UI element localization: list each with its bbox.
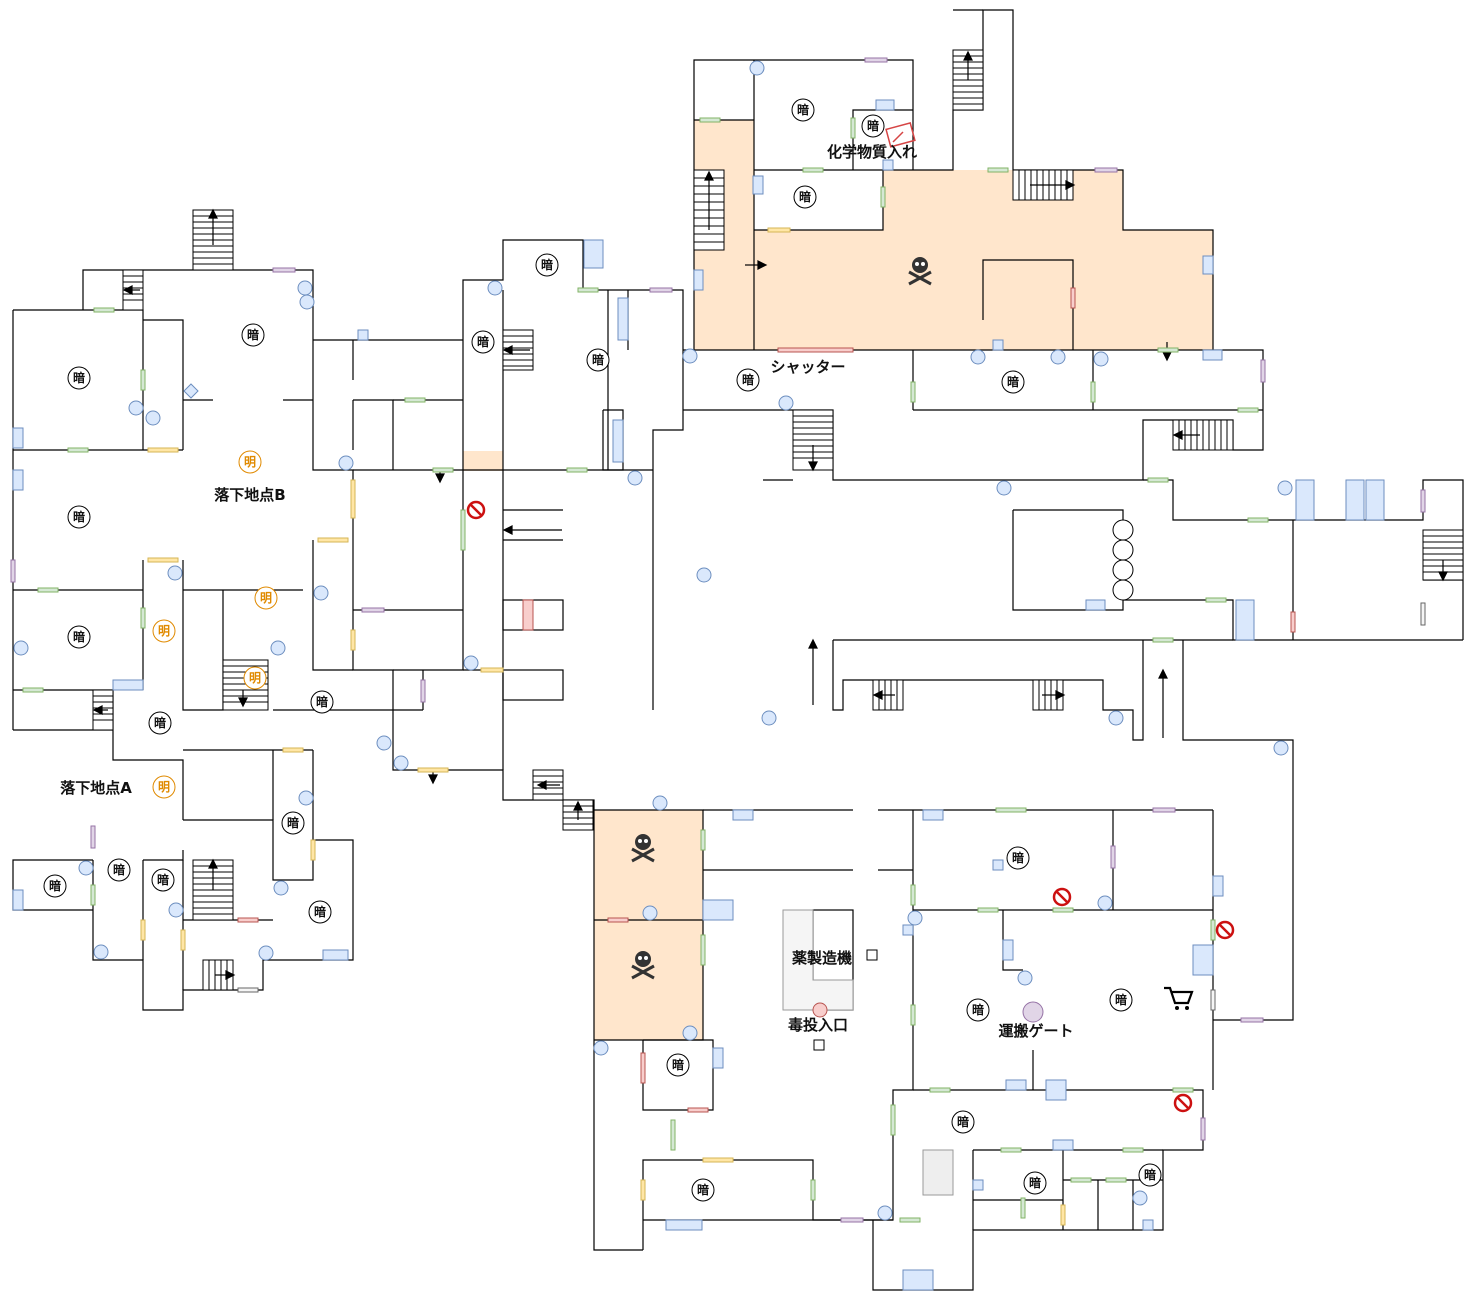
waypoint-nodes [13, 60, 1293, 1221]
drop-point-b-label: 落下地点B [214, 486, 285, 504]
dark-label: 暗 [672, 1057, 684, 1072]
dark-label: 暗 [1007, 374, 1019, 389]
dark-label: 暗 [1115, 992, 1127, 1007]
dark-label: 暗 [799, 189, 811, 204]
dark-label: 暗 [73, 629, 85, 644]
bright-label: 明 [158, 780, 170, 794]
dark-label: 暗 [314, 904, 326, 919]
diamond-marker [183, 383, 199, 399]
dark-label: 暗 [113, 862, 125, 877]
dark-marker-labels: 暗 暗 暗 暗 暗 暗 暗 暗 暗 暗 暗 暗 暗 暗 暗 暗 暗 暗 暗 暗 … [49, 102, 1156, 1197]
no-entry-icon [466, 500, 1235, 1113]
small-square-marker [813, 1039, 825, 1051]
medicine-machine-label: 薬製造機 [791, 949, 852, 967]
skull-crossbones-icon [631, 257, 932, 980]
dark-label: 暗 [154, 715, 166, 730]
dark-label: 暗 [867, 118, 879, 133]
dark-label: 暗 [1029, 1175, 1041, 1190]
shutter-label: シャッター [770, 358, 845, 376]
place-labels: 化学物質入れ シャッター 落下地点B 落下地点A 薬製造機 毒投入口 運搬ゲート [60, 143, 1073, 1040]
chemical-input-icon [885, 122, 916, 148]
dark-label: 暗 [541, 257, 553, 272]
transport-gate-marker [1022, 1001, 1044, 1023]
dark-label: 暗 [1012, 850, 1024, 865]
bright-label: 明 [158, 624, 170, 638]
bright-label: 明 [244, 455, 256, 469]
dark-markers [43, 98, 1162, 1202]
poison-inlet-marker [812, 1002, 828, 1018]
bright-markers [152, 450, 278, 799]
storage-box [922, 1149, 954, 1196]
dark-label: 暗 [592, 352, 604, 367]
bright-label: 明 [249, 671, 261, 685]
dark-label: 暗 [157, 872, 169, 887]
chemical-input-label: 化学物質入れ [827, 143, 917, 161]
dark-label: 暗 [797, 102, 809, 117]
direction-arrow-icon [92, 50, 1448, 980]
dark-label: 暗 [477, 334, 489, 349]
medicine-machine-shape [782, 909, 854, 1011]
dark-label: 暗 [287, 815, 299, 830]
dark-label: 暗 [1144, 1167, 1156, 1182]
dark-label: 暗 [972, 1002, 984, 1017]
dark-label: 暗 [73, 509, 85, 524]
shopping-cart-icon [1164, 986, 1194, 1010]
furniture-tiles [12, 99, 1385, 1291]
doors [10, 57, 1426, 1226]
dark-label: 暗 [73, 370, 85, 385]
dark-label: 暗 [316, 694, 328, 709]
round-tables [1112, 519, 1134, 601]
bright-marker-labels: 明 明 明 明 明 [158, 455, 272, 794]
bright-label: 明 [260, 591, 272, 605]
transport-gate-label: 運搬ゲート [998, 1022, 1073, 1040]
poison-inlet-label: 毒投入口 [788, 1016, 848, 1034]
dark-label: 暗 [742, 372, 754, 387]
small-square-marker [866, 949, 878, 961]
dark-label: 暗 [247, 327, 259, 342]
dark-label: 暗 [957, 1114, 969, 1129]
dark-label: 暗 [49, 878, 61, 893]
dark-label: 暗 [697, 1182, 709, 1197]
drop-point-a-label: 落下地点A [60, 779, 132, 797]
